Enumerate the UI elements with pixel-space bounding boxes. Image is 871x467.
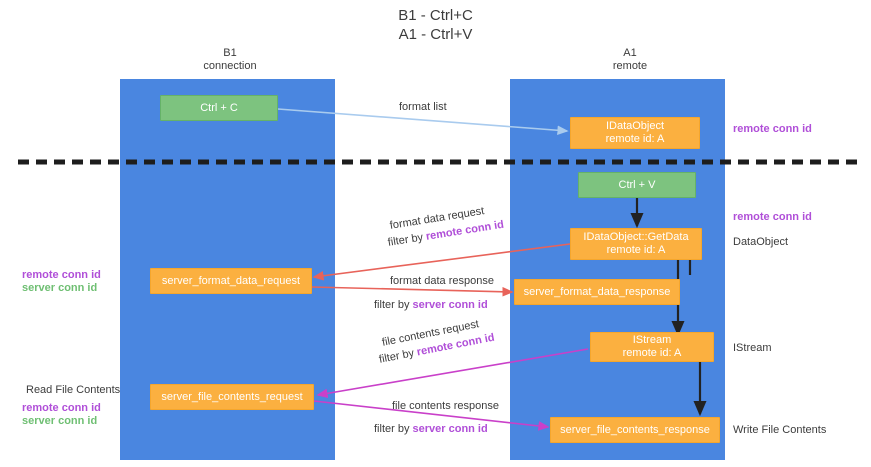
box-idataobject-line2: remote id: A: [605, 133, 665, 145]
box-getdata-line2: remote id: A: [606, 244, 666, 256]
box-server-format-data-response-label: server_format_data_response: [523, 285, 671, 298]
box-ctrl-c-label: Ctrl + C: [200, 101, 238, 114]
box-ctrl-v[interactable]: Ctrl + V: [578, 172, 696, 198]
label-format-data-response-filter-prefix: filter by: [374, 299, 413, 311]
box-istream-line1: IStream: [632, 334, 672, 346]
label-format-data-request-filter-prefix: filter by: [387, 230, 427, 249]
side-label-read-file-contents: Read File Contents: [26, 384, 121, 396]
box-idataobject-line1: IDataObject: [605, 120, 665, 132]
side-label-write-file-contents: Write File Contents: [733, 424, 827, 436]
label-file-contents-response: file contents response: [392, 400, 500, 412]
box-server-file-contents-request-label: server_file_contents_request: [161, 390, 303, 403]
side-label-left-server-conn-id: server conn id: [22, 282, 98, 294]
box-getdata-line1: IDataObject::GetData: [583, 231, 689, 243]
diagram-title: B1 - Ctrl+C A1 - Ctrl+V: [0, 6, 871, 44]
column-header-left: B1 connection: [140, 47, 320, 73]
box-server-format-data-request[interactable]: server_format_data_request: [150, 268, 312, 294]
label-format-data-response-filter: filter by server conn id: [374, 299, 488, 312]
box-ctrl-c[interactable]: Ctrl + C: [160, 95, 278, 121]
side-label-dataobject: DataObject: [733, 236, 789, 248]
box-server-file-contents-request[interactable]: server_file_contents_request: [150, 384, 314, 410]
column-header-right-line2: remote: [612, 60, 648, 72]
side-label-left-remote-conn-id-2: remote conn id: [22, 402, 101, 414]
side-label-left-remote-conn-id: remote conn id: [22, 269, 101, 281]
label-format-list: format list: [399, 101, 447, 113]
box-istream-line2: remote id: A: [622, 347, 682, 359]
column-header-right-line1: A1: [623, 47, 637, 59]
box-istream[interactable]: IStream remote id: A: [590, 332, 714, 362]
column-header-right: A1 remote: [540, 47, 720, 73]
side-label-remote-conn-id-mid: remote conn id: [733, 211, 812, 223]
label-file-contents-response-filter-key: server conn id: [412, 423, 488, 435]
box-idataobject[interactable]: IDataObject remote id: A: [570, 117, 700, 149]
box-server-file-contents-response[interactable]: server_file_contents_response: [550, 417, 720, 443]
label-file-contents-response-filter: filter by server conn id: [374, 423, 488, 436]
box-server-file-contents-response-label: server_file_contents_response: [560, 423, 710, 436]
side-label-left-server-conn-id-2: server conn id: [22, 415, 98, 427]
side-label-istream: IStream: [733, 342, 772, 354]
title-line-1: B1 - Ctrl+C: [398, 7, 473, 24]
side-label-remote-conn-id-top: remote conn id: [733, 123, 812, 135]
box-ctrl-v-label: Ctrl + V: [618, 178, 656, 191]
label-file-contents-response-filter-prefix: filter by: [374, 423, 413, 435]
column-header-left-line1: B1: [223, 47, 237, 59]
title-line-2: A1 - Ctrl+V: [398, 26, 473, 43]
label-format-data-response-filter-key: server conn id: [412, 299, 488, 311]
box-server-format-data-request-label: server_format_data_request: [161, 274, 301, 287]
box-server-format-data-response[interactable]: server_format_data_response: [514, 279, 680, 305]
label-format-data-response: format data response: [390, 275, 494, 287]
column-header-left-line2: connection: [203, 60, 257, 72]
box-getdata[interactable]: IDataObject::GetData remote id: A: [570, 228, 702, 260]
